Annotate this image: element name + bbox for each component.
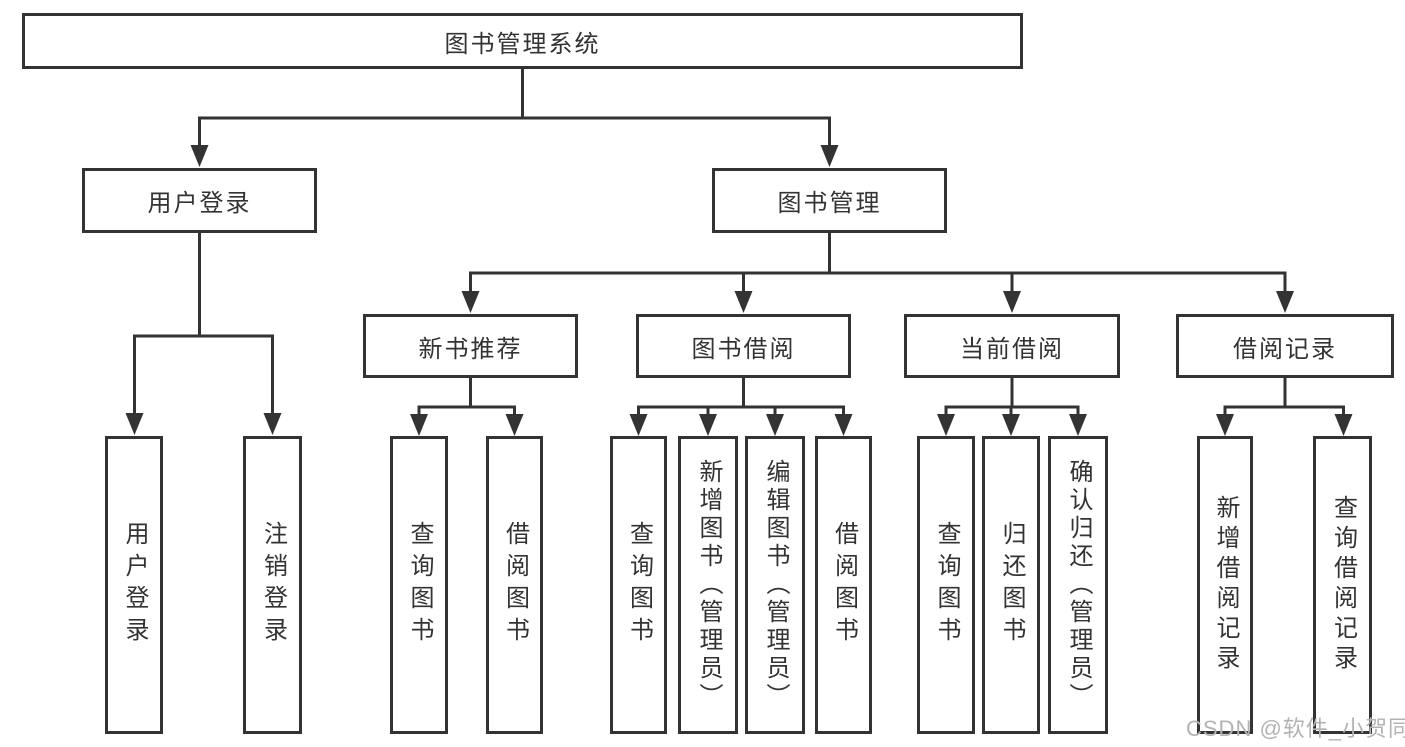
leaf-confirm-return-admin: 确认归还（管理员） [1048,436,1108,734]
node-borrow-records: 借阅记录 [1176,314,1394,378]
node-current-borrow: 当前借阅 [904,314,1120,378]
leaf-query-books-recommend: 查询图书 [390,436,448,734]
leaf-return-books: 归还图书 [982,436,1040,734]
leaf-query-books-borrow: 查询图书 [610,436,667,734]
leaf-borrow-books: 借阅图书 [815,436,872,734]
leaf-edit-books-admin: 编辑图书（管理员） [745,436,805,734]
leaf-borrow-books-recommend: 借阅图书 [486,436,543,734]
leaf-query-books-current: 查询图书 [917,436,975,734]
leaf-query-borrow-record: 查询借阅记录 [1313,436,1372,734]
node-new-book-recommend: 新书推荐 [363,314,578,378]
node-root: 图书管理系统 [22,13,1023,69]
node-book-management-branch: 图书管理 [712,168,947,233]
leaf-user-login: 用户登录 [105,436,163,734]
leaf-logout: 注销登录 [243,436,302,734]
csdn-watermark: CSDN @软件_小贺同学 [1186,716,1405,741]
leaf-add-borrow-record: 新增借阅记录 [1197,436,1253,734]
node-book-borrow: 图书借阅 [636,314,851,378]
node-user-login-branch: 用户登录 [82,168,317,233]
leaf-add-books-admin: 新增图书（管理员） [678,436,738,734]
